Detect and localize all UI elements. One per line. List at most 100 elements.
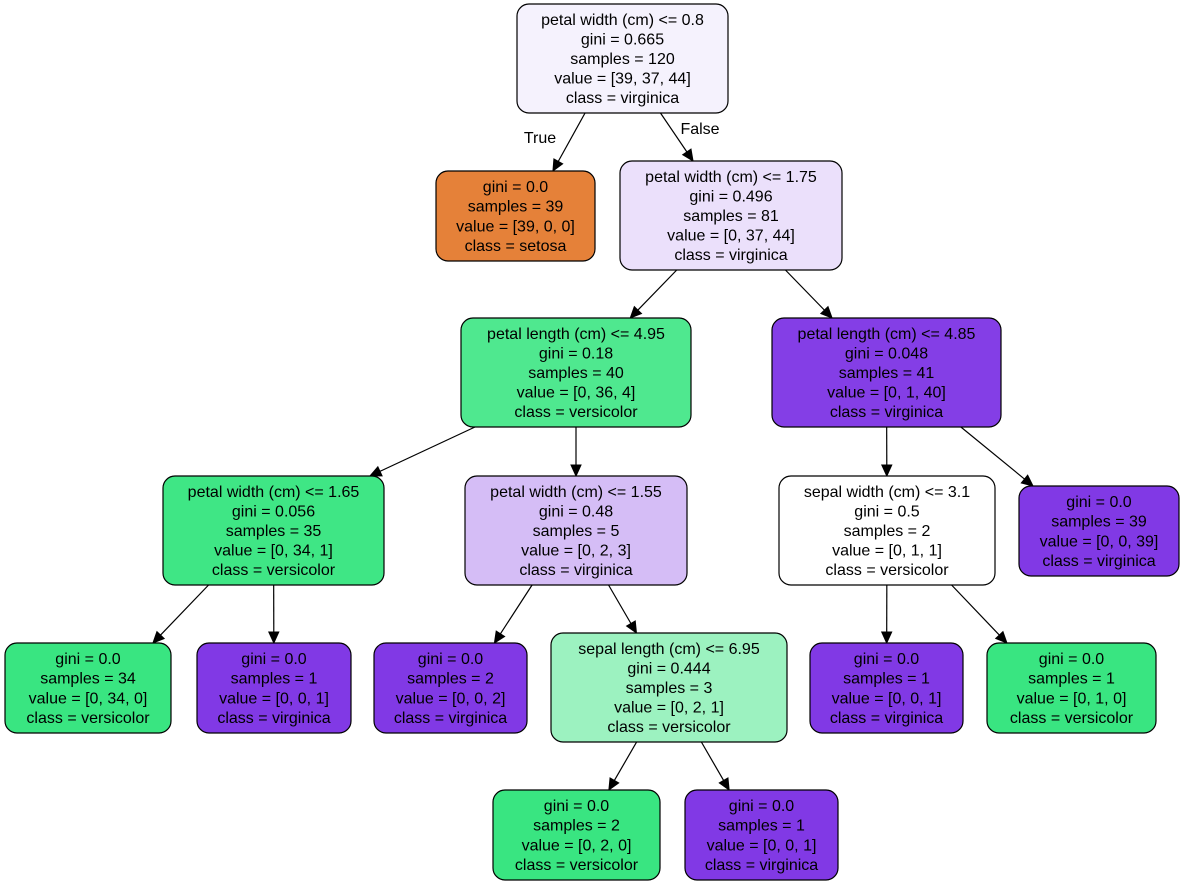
node-text-line: samples = 1 [1028, 671, 1115, 688]
node-text-line: petal width (cm) <= 1.65 [188, 484, 360, 501]
node-text-line: gini = 0.5 [854, 503, 919, 520]
node-text-line: value = [0, 0, 1] [219, 690, 329, 707]
node-text-line: gini = 0.0 [483, 179, 548, 196]
node-box [1018, 485, 1180, 577]
node-text-line: sepal length (cm) <= 6.95 [578, 641, 760, 658]
node-text-line: samples = 41 [839, 365, 935, 382]
node-text-line: samples = 2 [844, 523, 931, 540]
node-text-line: samples = 34 [40, 671, 136, 688]
arrow-head [819, 305, 833, 319]
node-text-line: gini = 0.18 [539, 345, 613, 362]
node-text-line: samples = 35 [226, 523, 322, 540]
node-text-line: value = [0, 36, 4] [517, 385, 636, 402]
node-text-line: samples = 5 [533, 523, 620, 540]
node-box [4, 642, 172, 734]
node-box [986, 642, 1157, 734]
node-text-line: samples = 1 [231, 671, 318, 688]
node-text-line: samples = 39 [1051, 514, 1147, 531]
node-text-line: sepal width (cm) <= 3.1 [804, 484, 970, 501]
node-text-line: samples = 3 [626, 680, 713, 697]
node-text-line: value = [0, 1, 1] [832, 543, 942, 560]
node-box [684, 789, 839, 881]
node-text-line: class = versicolor [514, 404, 638, 421]
edge-line [160, 584, 210, 636]
node-text-line: class = versicolor [607, 719, 731, 736]
node-text-line: value = [0, 34, 1] [214, 543, 333, 560]
node-text-line: class = versicolor [825, 562, 949, 579]
node-text-line: samples = 1 [718, 818, 805, 835]
node-text-line: petal width (cm) <= 0.8 [541, 12, 704, 29]
node-text-line: value = [0, 0, 1] [832, 690, 942, 707]
node-box [373, 642, 528, 734]
node-text-line: gini = 0.0 [241, 651, 306, 668]
node-box [516, 3, 729, 114]
arrow-head [608, 777, 620, 792]
arrow-head [718, 777, 730, 792]
node-box [809, 642, 964, 734]
edge-line [659, 112, 688, 153]
edge-line [951, 584, 1000, 636]
node-text-line: value = [0, 1, 0] [1017, 690, 1127, 707]
tree-node: gini = 0.0 samples = 39 value = [0, 0, 39]… [1018, 485, 1180, 577]
arrow-head [881, 464, 893, 478]
node-text-line: value = [0, 2, 0] [522, 837, 632, 854]
node-text-line: gini = 0.0 [544, 798, 609, 815]
tree-nodes: petal width (cm) <= 0.8 gini = 0.665 sampl… [4, 3, 1180, 881]
node-text-line: value = [0, 37, 44] [667, 228, 795, 245]
arrow-head [493, 630, 506, 645]
node-text-line: value = [39, 0, 0] [456, 218, 575, 235]
arrow-head [268, 631, 280, 645]
arrow-head [629, 305, 643, 319]
node-text-line: value = [0, 0, 2] [396, 690, 506, 707]
node-text-line: class = virginica [830, 404, 943, 421]
node-text-line: samples = 2 [533, 818, 620, 835]
node-text-line: samples = 1 [843, 671, 930, 688]
node-text-line: class = versicolor [515, 857, 639, 874]
node-text-line: class = virginica [566, 90, 679, 107]
node-box [460, 317, 692, 428]
tree-node: petal length (cm) <= 4.85 gini = 0.048 sam… [771, 317, 1002, 428]
arrow-head [681, 148, 694, 163]
node-text-line: samples = 40 [528, 365, 624, 382]
node-text-line: samples = 39 [468, 199, 564, 216]
node-text-line: class = virginica [519, 562, 632, 579]
arrow-head [1020, 474, 1034, 487]
arrow-head [368, 465, 383, 477]
arrow-head [625, 620, 638, 635]
node-text-line: petal length (cm) <= 4.85 [798, 326, 976, 343]
node-text-line: gini = 0.048 [845, 345, 928, 362]
node-box [464, 475, 688, 586]
node-text-line: class = versicolor [1010, 710, 1134, 727]
node-text-line: value = [0, 2, 1] [614, 700, 724, 717]
node-text-line: gini = 0.444 [627, 660, 710, 677]
arrow-head [570, 464, 582, 478]
node-box [619, 160, 843, 271]
edge-line [613, 741, 638, 781]
node-text-line: value = [0, 34, 0] [29, 690, 148, 707]
edge-line [379, 426, 476, 472]
node-text-line: gini = 0.665 [581, 31, 664, 48]
node-text-line: petal length (cm) <= 4.95 [487, 326, 665, 343]
edge-line [557, 112, 586, 162]
node-text-line: samples = 120 [570, 51, 675, 68]
node-text-line: value = [0, 0, 39] [1040, 533, 1159, 550]
node-text-line: gini = 0.0 [1066, 494, 1131, 511]
node-text-line: value = [39, 37, 44] [554, 71, 691, 88]
node-text-line: gini = 0.0 [729, 798, 794, 815]
edge-line [499, 584, 533, 635]
node-text-line: gini = 0.48 [539, 503, 613, 520]
tree-node: sepal length (cm) <= 6.95 gini = 0.444 sam… [550, 632, 788, 743]
node-text-line: gini = 0.0 [418, 651, 483, 668]
edge-label: True [524, 130, 556, 147]
node-text-line: petal width (cm) <= 1.75 [645, 169, 817, 186]
arrow-head [152, 630, 166, 644]
edge-line [608, 584, 632, 624]
